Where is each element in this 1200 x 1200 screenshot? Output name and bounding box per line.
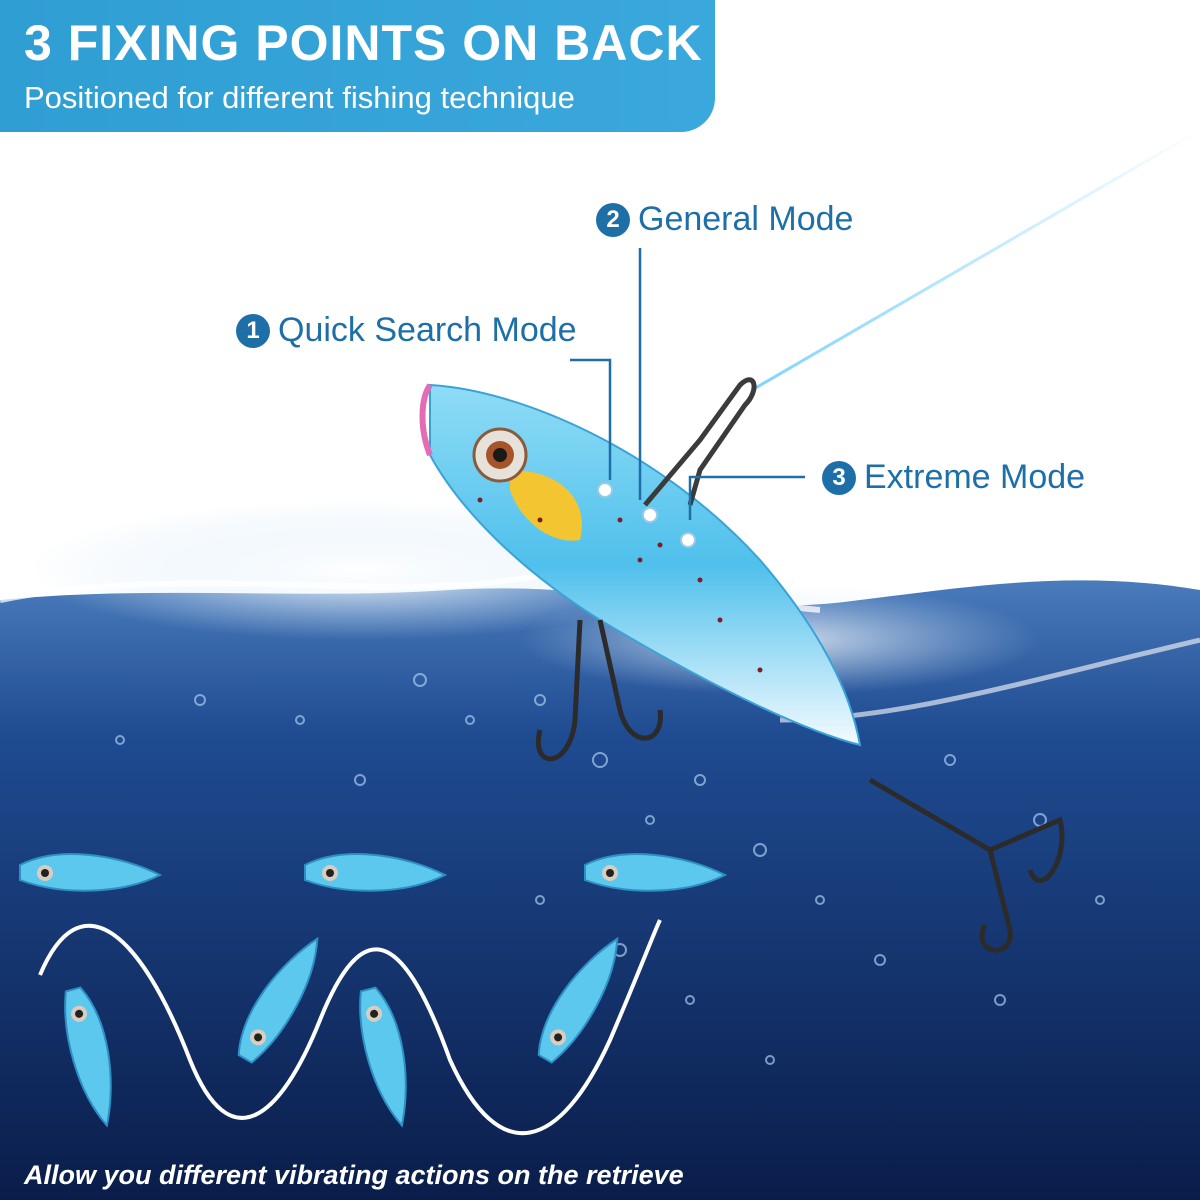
mode-number-badge: 3 bbox=[822, 460, 856, 495]
small-lure bbox=[237, 936, 319, 1064]
snap-clip bbox=[643, 377, 757, 507]
header-subtitle: Positioned for different fishing techniq… bbox=[24, 80, 575, 115]
mode-label-text: Extreme Mode bbox=[864, 458, 1086, 496]
small-lure bbox=[304, 853, 448, 892]
mode-label-text: General Mode bbox=[638, 200, 854, 238]
mode-number-badge: 1 bbox=[236, 313, 270, 348]
mode-number-badge: 2 bbox=[596, 202, 630, 237]
small-lures bbox=[19, 853, 728, 1128]
small-lure bbox=[64, 986, 112, 1128]
fishing-line bbox=[751, 128, 1200, 392]
mode-label-general: 2 General Mode bbox=[596, 200, 853, 239]
retrieve-wave-path bbox=[38, 919, 662, 1136]
treble-hook-front bbox=[535, 619, 663, 762]
header-title: 3 FIXING POINTS ON BACK bbox=[24, 15, 703, 71]
mode-label-text: Quick Search Mode bbox=[278, 311, 577, 349]
small-lure bbox=[19, 853, 163, 892]
treble-hook-rear bbox=[868, 777, 1065, 953]
water-body bbox=[0, 580, 1200, 1200]
footer-caption: Allow you different vibrating actions on… bbox=[24, 1160, 684, 1190]
header-banner: 3 FIXING POINTS ON BACK Positioned for d… bbox=[0, 0, 715, 132]
small-lure bbox=[359, 986, 407, 1128]
mode-leader-lines bbox=[570, 248, 805, 520]
mode-label-quick-search: 1 Quick Search Mode bbox=[236, 311, 577, 350]
small-lure bbox=[537, 936, 619, 1064]
mode-label-extreme: 3 Extreme Mode bbox=[822, 458, 1085, 497]
main-lure bbox=[419, 383, 862, 747]
small-lure bbox=[584, 853, 728, 892]
